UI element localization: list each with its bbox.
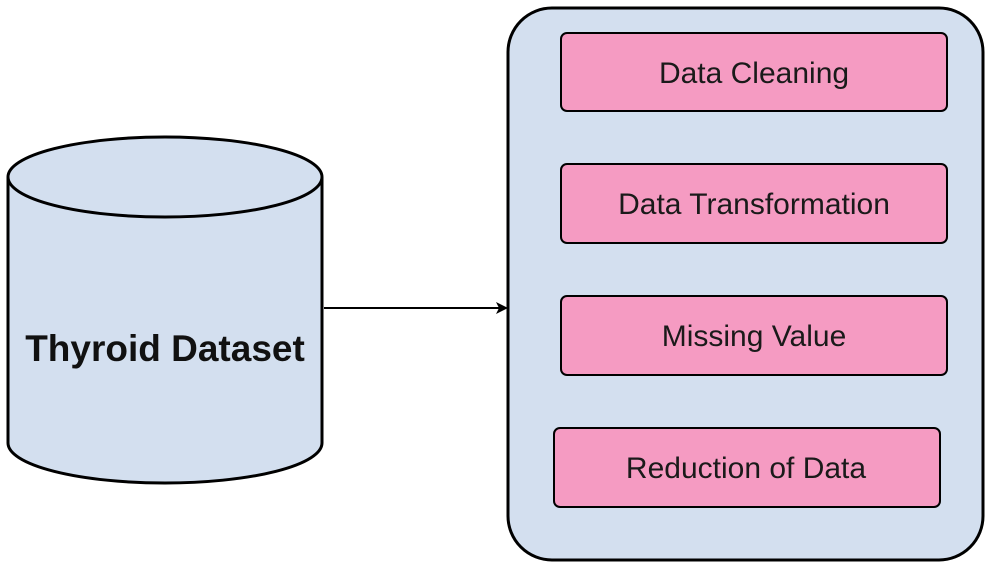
cylinder-top bbox=[6, 135, 324, 219]
preprocessing-container bbox=[506, 6, 985, 562]
cylinder-body bbox=[6, 177, 324, 485]
step-label: Data Transformation bbox=[618, 188, 890, 221]
step-missing-value: Missing Value bbox=[560, 295, 948, 376]
step-label: Data Cleaning bbox=[659, 57, 849, 90]
dataset-label: Thyroid Dataset bbox=[25, 328, 305, 369]
step-data-transformation: Data Transformation bbox=[560, 163, 948, 244]
thyroid-dataset-cylinder: Thyroid Dataset bbox=[6, 135, 324, 485]
step-label: Reduction of Data bbox=[626, 452, 866, 485]
step-data-cleaning: Data Cleaning bbox=[560, 32, 948, 112]
step-box bbox=[560, 32, 948, 112]
step-label: Missing Value bbox=[662, 320, 847, 353]
step-box bbox=[560, 163, 948, 244]
step-reduction-of-data: Reduction of Data bbox=[553, 427, 941, 508]
step-box bbox=[560, 295, 948, 376]
step-box bbox=[553, 427, 941, 508]
